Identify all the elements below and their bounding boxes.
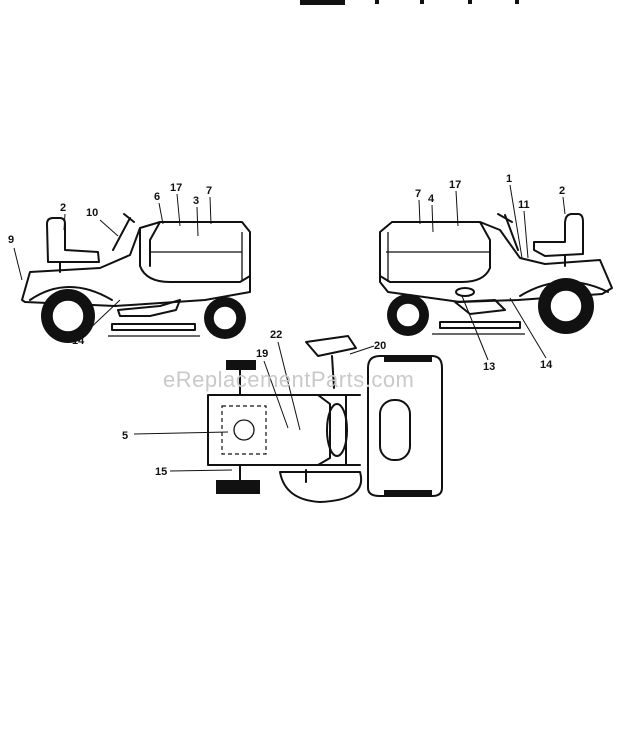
callout-7-right: 7	[415, 188, 421, 200]
callout-15: 15	[155, 466, 167, 478]
callout-3: 3	[193, 195, 199, 207]
callout-17-right: 17	[449, 179, 461, 191]
callout-4: 4	[428, 193, 435, 205]
left-view-callouts: 9 2 10 6 17 3 7 14	[8, 182, 212, 347]
callout-14-left: 14	[72, 335, 85, 347]
callout-20: 20	[374, 340, 386, 352]
callout-5: 5	[122, 430, 128, 442]
callout-13: 13	[483, 361, 495, 373]
tractor-right-view	[379, 213, 613, 336]
tractor-left-view	[21, 213, 251, 343]
top-edge-fragment	[300, 0, 519, 5]
callout-14-right: 14	[540, 359, 553, 371]
callout-6: 6	[154, 191, 160, 203]
right-view-callouts: 7 4 17 1 11 2 13 14	[415, 173, 566, 373]
callout-7-left: 7	[206, 185, 212, 197]
callout-19: 19	[256, 348, 268, 360]
top-view-callouts: 22 19 20 5 15	[122, 329, 386, 478]
callout-1: 1	[506, 173, 512, 185]
tractor-top-view	[207, 335, 443, 503]
callout-11: 11	[518, 199, 530, 211]
callout-17-left: 17	[170, 182, 182, 194]
callout-22: 22	[270, 329, 282, 341]
callout-2-left: 2	[60, 202, 66, 214]
callout-10: 10	[86, 207, 98, 219]
watermark: eReplacementParts.com	[163, 367, 414, 392]
callout-9: 9	[8, 234, 14, 246]
callout-2-right: 2	[559, 185, 565, 197]
